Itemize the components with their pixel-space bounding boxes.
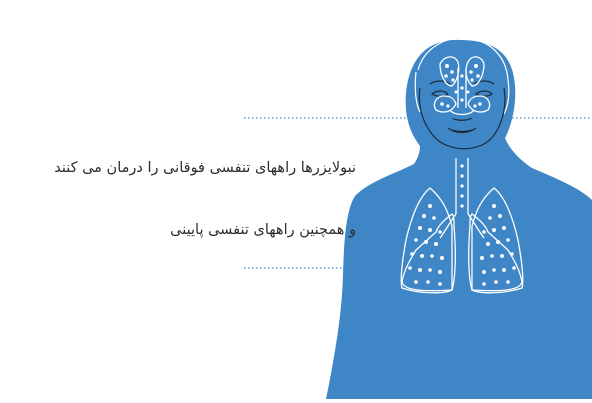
caption-lower-airways: و همچنین راههای تنفسی پایینی xyxy=(170,222,356,238)
caption-upper-airways: نبولایزرها راههای تنفسی فوقانی را درمان … xyxy=(54,160,356,176)
body-silhouette xyxy=(326,40,592,399)
